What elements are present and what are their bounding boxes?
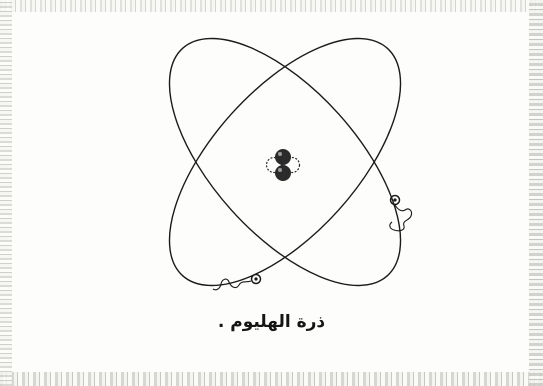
diagram-caption: ذرة الهليوم .: [0, 312, 543, 332]
nucleus-icon: [267, 149, 300, 181]
